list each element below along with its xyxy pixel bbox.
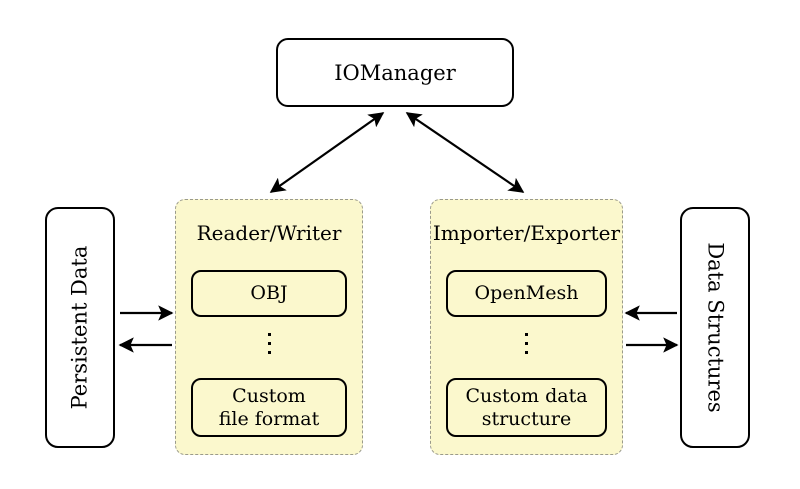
module-line-1: Custom data	[465, 385, 588, 408]
module-obj-label: OBJ	[250, 282, 288, 305]
group-reader-writer-title: Reader/Writer	[196, 221, 342, 245]
module-openmesh[interactable]: OpenMesh	[446, 270, 607, 317]
persistent-data-label: Persistent Data	[67, 245, 92, 410]
node-iomanager[interactable]: IOManager	[276, 38, 514, 107]
module-line-2: file format	[218, 407, 320, 430]
module-line-1: Custom	[232, 385, 306, 408]
node-data-structures[interactable]: Data Structures	[680, 207, 750, 448]
vertical-ellipsis-icon	[176, 333, 362, 354]
arrow-manager-importerexporter	[405, 112, 525, 193]
module-custom-file-format[interactable]: Custom file format	[191, 378, 347, 437]
node-persistent-data[interactable]: Persistent Data	[45, 207, 115, 448]
group-importer-exporter[interactable]: Importer/Exporter OpenMesh Custom data s…	[430, 199, 623, 455]
data-structures-label: Data Structures	[703, 242, 728, 413]
module-custom-data-structure-label: Custom data structure	[465, 385, 587, 430]
module-custom-data-structure[interactable]: Custom data structure	[446, 378, 607, 437]
vertical-ellipsis-icon	[431, 333, 622, 354]
group-importer-exporter-title: Importer/Exporter	[432, 221, 621, 245]
arrow-manager-readerwriter	[269, 112, 385, 193]
module-custom-file-format-label: Custom file format	[219, 385, 320, 430]
module-line-2: structure	[481, 407, 572, 430]
group-reader-writer[interactable]: Reader/Writer OBJ Custom file format	[175, 199, 363, 455]
iomanager-label: IOManager	[334, 60, 456, 85]
module-obj[interactable]: OBJ	[191, 270, 347, 317]
module-openmesh-label: OpenMesh	[474, 282, 579, 305]
